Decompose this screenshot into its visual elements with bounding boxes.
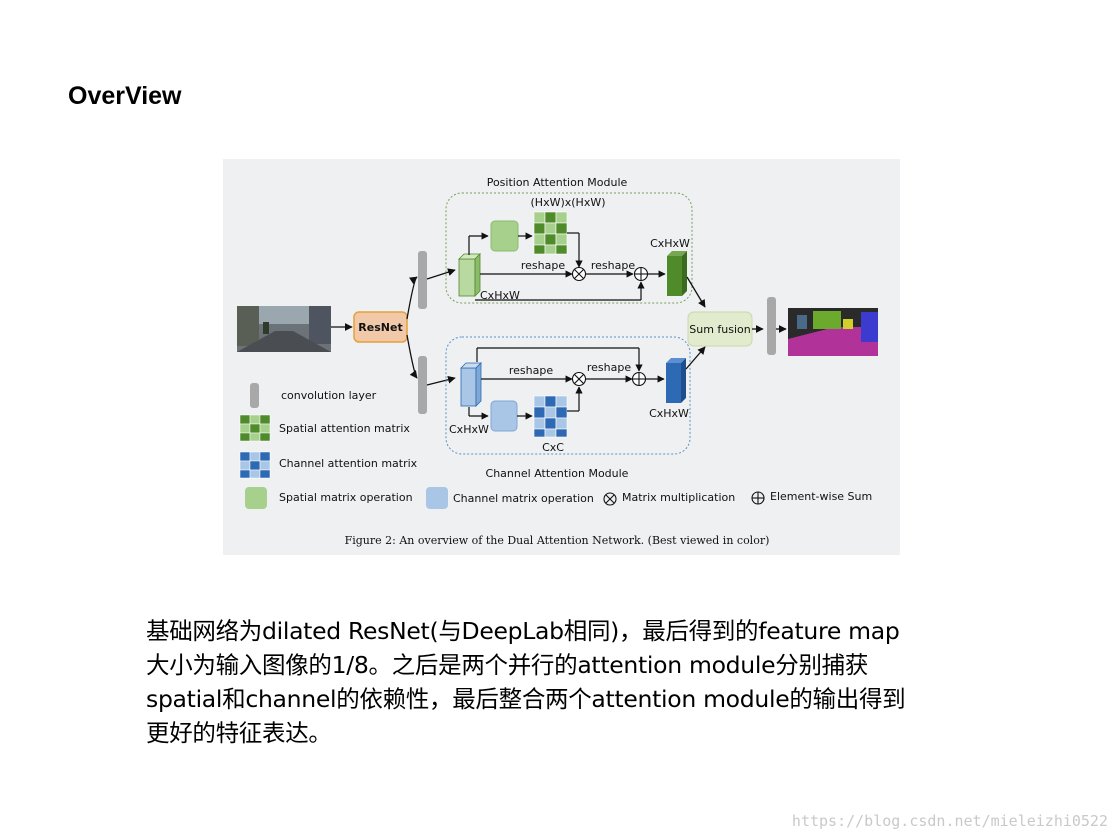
channel-op-square bbox=[490, 400, 518, 432]
spatial-op-square bbox=[490, 220, 519, 252]
pos-reshape-2: reshape bbox=[591, 259, 635, 272]
pos-input-block bbox=[458, 258, 476, 297]
ch-matrix-dim: CxC bbox=[542, 441, 564, 454]
legend-conv-icon bbox=[250, 383, 259, 408]
ch-reshape-2: reshape bbox=[587, 361, 631, 374]
legend-spatial-op-icon bbox=[245, 487, 267, 509]
spatial-attention-matrix bbox=[533, 211, 568, 255]
pos-multiply-op bbox=[571, 266, 587, 282]
legend-spatial-matrix-icon bbox=[239, 414, 271, 442]
output-segmentation bbox=[788, 308, 878, 356]
legend-spatial-op-label: Spatial matrix operation bbox=[279, 491, 413, 504]
ch-sum-op bbox=[631, 371, 647, 387]
ch-reshape-1: reshape bbox=[509, 364, 553, 377]
position-module-frame bbox=[445, 192, 693, 304]
ch-output-block bbox=[666, 363, 681, 403]
legend-conv-label: convolution layer bbox=[281, 389, 377, 402]
legend-multiply-label: Matrix multiplication bbox=[622, 491, 735, 504]
paragraph-line-3: spatial和channel的依赖性，最后整合两个attention modu… bbox=[146, 685, 906, 713]
final-conv-layer bbox=[767, 297, 776, 355]
ch-input-block bbox=[460, 367, 477, 407]
resnet-label: ResNet bbox=[358, 321, 402, 334]
legend-channel-op-label: Channel matrix operation bbox=[453, 492, 594, 505]
slide-title: OverView bbox=[68, 82, 182, 110]
ch-input-dim: CxHxW bbox=[449, 423, 489, 436]
conv-layer-top bbox=[418, 251, 427, 309]
paragraph-line-4: 更好的特征表达。 bbox=[146, 719, 332, 747]
pos-input-dim: CxHxW bbox=[480, 289, 520, 302]
legend-sum-label: Element-wise Sum bbox=[770, 490, 872, 503]
pos-reshape-1: reshape bbox=[521, 259, 565, 272]
dual-attention-diagram: ResNet Position Attention Module CxHxW (… bbox=[237, 176, 878, 547]
legend-channel-matrix-icon bbox=[239, 451, 271, 479]
pos-output-block bbox=[667, 256, 682, 296]
channel-attention-matrix bbox=[533, 395, 568, 438]
ch-multiply-op bbox=[571, 371, 587, 387]
pos-matrix-dim: (HxW)x(HxW) bbox=[531, 196, 606, 209]
legend-channel-op-icon bbox=[426, 487, 448, 509]
watermark: https://blog.csdn.net/mieleizhi0522 bbox=[791, 812, 1108, 830]
paragraph-line-1: 基础网络为dilated ResNet(与DeepLab相同)，最后得到的fea… bbox=[146, 617, 900, 645]
sum-fusion-label: Sum fusion bbox=[689, 323, 751, 336]
ch-output-dim: CxHxW bbox=[649, 407, 689, 420]
legend-multiply-icon bbox=[603, 492, 617, 506]
input-image bbox=[237, 306, 331, 352]
legend-channel-matrix-label: Channel attention matrix bbox=[279, 457, 418, 470]
paragraph-line-2: 大小为输入图像的1/8。之后是两个并行的attention module分别捕获 bbox=[146, 651, 869, 679]
pos-output-dim: CxHxW bbox=[650, 237, 690, 250]
conv-layer-bottom bbox=[418, 356, 427, 414]
legend-sum-icon bbox=[751, 491, 765, 505]
body-paragraph: 基础网络为dilated ResNet(与DeepLab相同)，最后得到的fea… bbox=[146, 614, 1046, 750]
dual-attention-figure: ResNet Position Attention Module CxHxW (… bbox=[223, 159, 900, 555]
resnet-block bbox=[353, 311, 408, 343]
channel-module-frame bbox=[445, 336, 691, 455]
figure-caption: Figure 2: An overview of the Dual Attent… bbox=[345, 534, 770, 547]
legend-spatial-matrix-label: Spatial attention matrix bbox=[279, 422, 410, 435]
position-module-label: Position Attention Module bbox=[487, 176, 628, 189]
channel-module-label: Channel Attention Module bbox=[486, 467, 629, 480]
pos-sum-op bbox=[633, 266, 649, 282]
